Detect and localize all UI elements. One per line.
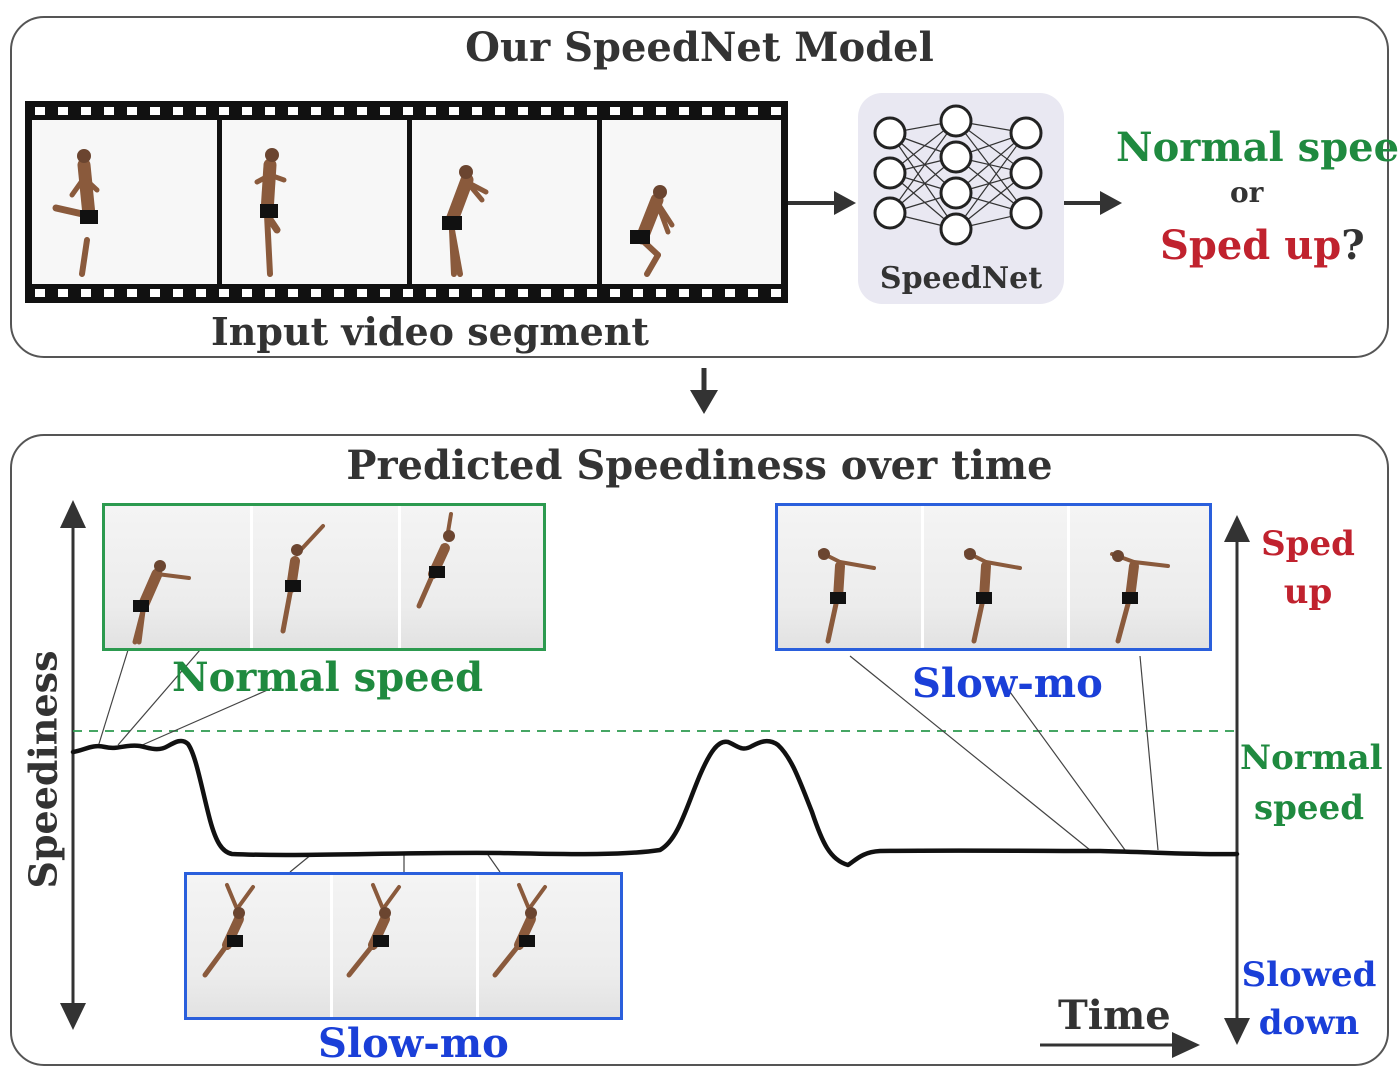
network-node <box>1009 156 1043 190</box>
y-axis-arrow <box>60 500 86 1030</box>
clip-frame <box>253 506 399 648</box>
scale-sped-up-line2: up <box>1283 572 1333 612</box>
slowmo-bottom-caption: Slow-mo <box>318 1020 509 1067</box>
network-node <box>873 196 907 230</box>
network-node <box>939 176 973 210</box>
output-sped-up: Sped up? <box>1160 222 1365 269</box>
scale-slowed-line1: Slowed <box>1241 955 1377 995</box>
arrow-down-icon <box>690 368 718 414</box>
output-sped-up-text: Sped up <box>1160 222 1342 269</box>
normal-speed-clip <box>102 503 546 651</box>
clip-separator <box>398 506 401 648</box>
film-sprocket-holes <box>35 107 781 297</box>
network-node <box>1009 116 1043 150</box>
dancer-figure <box>492 883 547 978</box>
film-frame-3 <box>412 120 597 284</box>
clip-frame <box>333 875 477 1017</box>
speednet-network-box: SpeedNet <box>858 93 1064 304</box>
clip-separator <box>250 506 253 648</box>
speednet-label: SpeedNet <box>879 261 1043 296</box>
slowmo-right-caption: Slow-mo <box>912 660 1103 707</box>
dancer-figure <box>346 883 401 978</box>
callout-lines <box>97 649 1159 873</box>
network-node <box>873 116 907 150</box>
dancer-figure <box>818 548 876 644</box>
clip-separator <box>476 875 479 1017</box>
clip-frame <box>105 506 251 648</box>
network-node <box>873 156 907 190</box>
dancer-figure <box>416 512 455 609</box>
scale-normal-line1: Normal <box>1240 738 1383 778</box>
film-frame-1 <box>32 120 217 284</box>
clip-separator <box>1067 506 1070 648</box>
network-node <box>939 212 973 246</box>
clip-frame <box>778 506 922 648</box>
clip-frame <box>479 875 620 1017</box>
dancer-figure <box>1110 550 1170 644</box>
network-node <box>1009 196 1043 230</box>
film-frame-2 <box>222 120 407 284</box>
dancer-figure <box>202 883 255 978</box>
scale-sped-up-line1: Sped <box>1261 524 1355 564</box>
clip-frame <box>1070 506 1209 648</box>
scale-slowed-line2: down <box>1258 1003 1360 1043</box>
speediness-panel-title: Predicted Speediness over time <box>346 442 1053 489</box>
dancer-figure <box>630 185 675 277</box>
clip-frame <box>924 506 1068 648</box>
dancer-figure <box>442 165 489 277</box>
speediness-curve <box>70 738 1240 868</box>
clip-frame <box>187 875 331 1017</box>
input-video-caption: Input video segment <box>211 309 649 354</box>
slowmo-clip-right <box>775 503 1212 651</box>
dancer-figure <box>254 148 287 277</box>
output-normal-speed: Normal speed <box>1116 124 1399 171</box>
arrow-right-icon <box>1064 191 1122 215</box>
slowmo-clip-bottom <box>184 872 623 1020</box>
scale-normal-line2: speed <box>1254 788 1364 828</box>
time-axis-arrow <box>1040 1032 1200 1058</box>
speed-scale-arrow <box>1224 515 1250 1045</box>
dancer-figure <box>964 548 1022 644</box>
scale-sped-up-label: Sped up <box>1245 520 1371 616</box>
output-question-mark: ? <box>1341 222 1365 269</box>
clip-frame <box>401 506 543 648</box>
clip-separator <box>921 506 924 648</box>
dancer-figure <box>132 560 191 645</box>
network-node <box>939 104 973 138</box>
arrow-right-icon <box>788 191 856 215</box>
dancer-figure <box>280 524 325 634</box>
film-frame-4 <box>602 120 781 284</box>
normal-speed-clip-caption: Normal speed <box>172 654 484 701</box>
y-axis-label: Speediness <box>20 650 66 889</box>
film-strip <box>25 101 788 303</box>
dancer-figure <box>52 149 100 277</box>
scale-slowed-down-label: Slowed down <box>1240 951 1378 1047</box>
neural-network-icon <box>873 104 1043 246</box>
network-node <box>939 140 973 174</box>
model-panel-title: Our SpeedNet Model <box>465 24 934 71</box>
scale-normal-speed-label: Normal speed <box>1240 733 1383 833</box>
x-axis-label: Time <box>1058 992 1171 1039</box>
clip-separator <box>330 875 333 1017</box>
output-or: or <box>1230 176 1264 209</box>
